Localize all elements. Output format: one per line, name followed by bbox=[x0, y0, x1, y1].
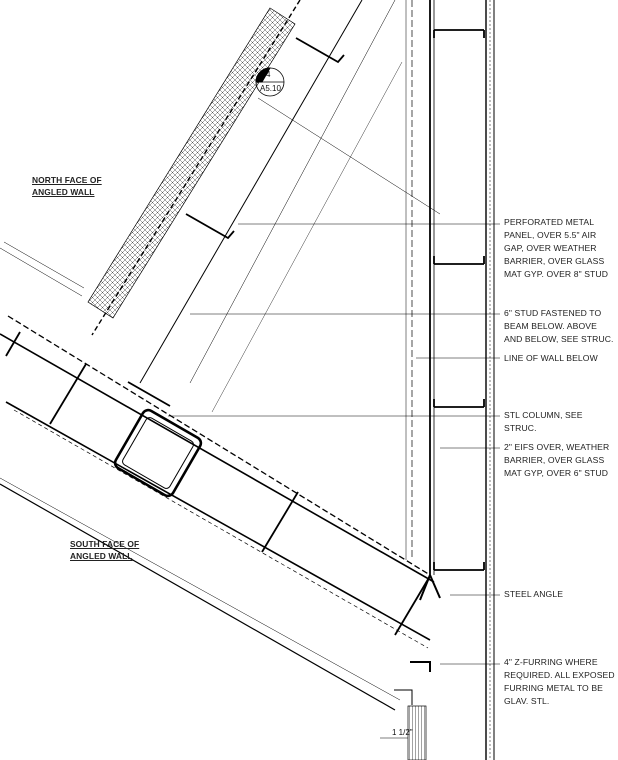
section-tag-sheet: A5.10 bbox=[260, 84, 281, 93]
section-marker bbox=[255, 67, 285, 97]
lower-studs bbox=[5, 331, 431, 636]
note-perforated-panel: PERFORATED METAL PANEL, OVER 5.5" AIR GA… bbox=[504, 217, 609, 279]
note-eifs: 2" EIFS OVER, WEATHER BARRIER, OVER GLAS… bbox=[504, 442, 610, 478]
upper-angled-panel bbox=[87, 0, 403, 413]
base-detail bbox=[380, 689, 427, 760]
upper-studs bbox=[127, 37, 345, 407]
note-stud-fastened: 6" STUD FASTENED TO BEAM BELOW. ABOVE AN… bbox=[504, 308, 614, 344]
section-tag-number: 4 bbox=[266, 70, 271, 79]
note-stl-column: STL COLUMN, SEE STRUC. bbox=[504, 410, 583, 433]
north-face-label: NORTH FACE OF ANGLED WALL bbox=[32, 175, 102, 197]
note-line-of-wall: LINE OF WALL BELOW bbox=[504, 353, 598, 363]
lower-angled-wall bbox=[0, 241, 435, 711]
steel-column bbox=[113, 408, 203, 498]
steel-angle bbox=[410, 574, 441, 672]
leader-lines bbox=[168, 97, 500, 665]
vertical-studs bbox=[433, 29, 485, 571]
south-face-label: SOUTH FACE OF ANGLED WALL bbox=[70, 539, 140, 561]
dimension-label: 1 1/2" bbox=[392, 728, 413, 737]
note-steel-angle: STEEL ANGLE bbox=[504, 589, 564, 599]
vertical-wall bbox=[405, 0, 495, 760]
note-z-furring: 4" Z-FURRING WHERE REQUIRED. ALL EXPOSED… bbox=[504, 657, 615, 706]
